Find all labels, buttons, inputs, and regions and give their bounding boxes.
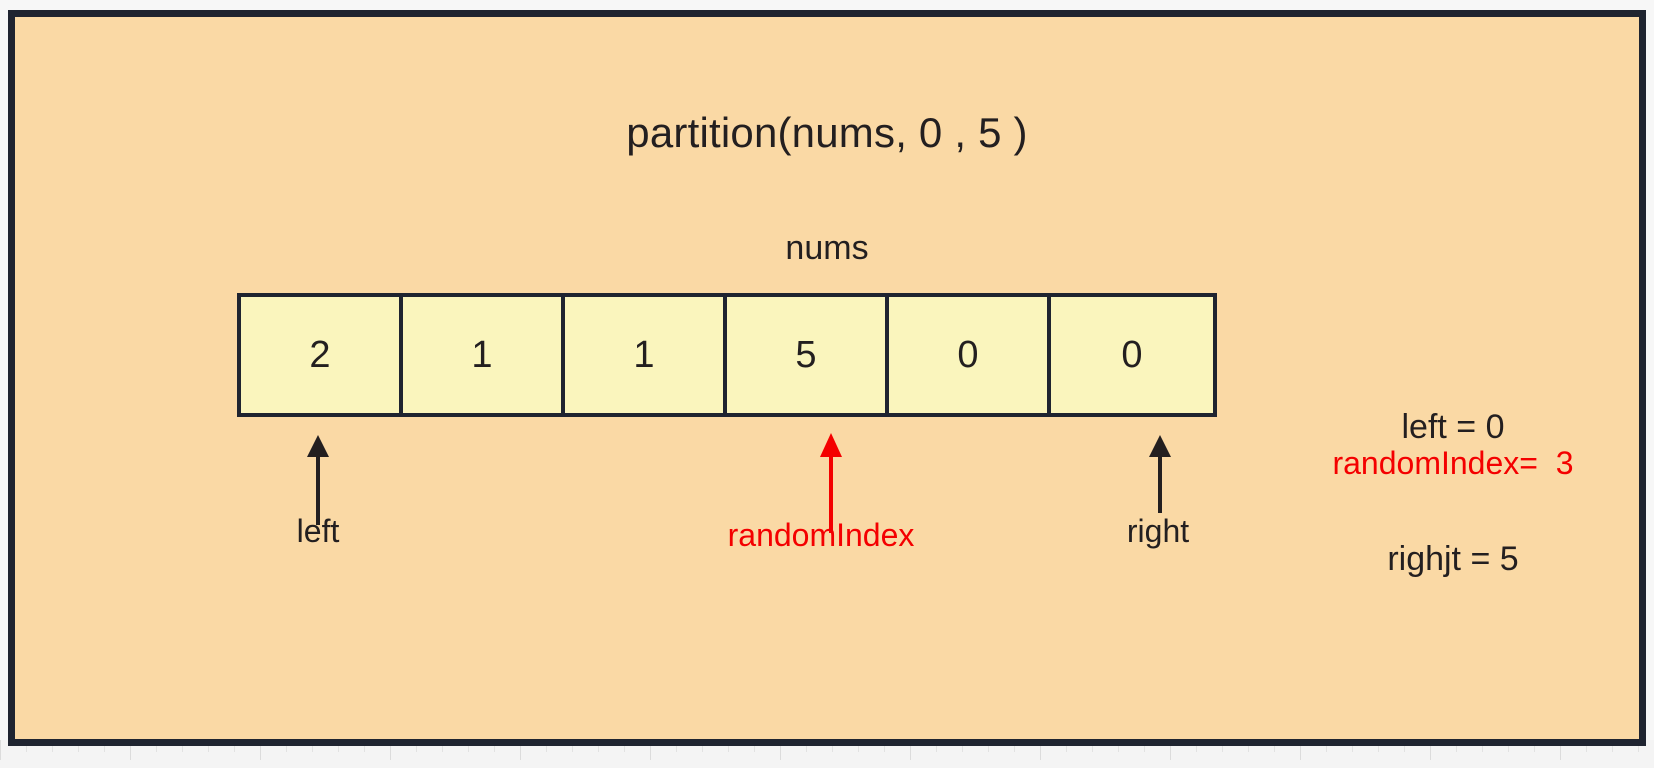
ruler-tick [1638,740,1639,752]
ruler-tick [1482,740,1483,752]
ruler-tick [416,740,417,752]
variable-left: left = 0 [1401,408,1505,446]
ruler-tick [780,740,781,760]
array-caption: nums [785,229,869,267]
left-pointer-arrow-icon [303,435,333,525]
ruler-tick [1222,740,1223,752]
ruler-tick [104,740,105,752]
ruler-tick [1352,740,1353,752]
ruler-tick [1118,740,1119,752]
ruler-tick [208,740,209,752]
arrow-shaft [316,455,320,525]
ruler-tick [1300,740,1301,760]
ruler-tick [728,740,729,752]
diagram-frame: partition(nums, 0 , 5 ) nums 2 1 1 5 0 0… [8,10,1646,746]
ruler-tick [78,740,79,752]
arrowhead-icon [820,433,842,457]
ruler-tick [1508,740,1509,752]
ruler-tick [286,740,287,752]
ruler-tick [364,740,365,752]
right-pointer-arrow-icon [1145,435,1175,513]
ruler-tick [260,740,261,760]
ruler-tick [1040,740,1041,760]
arrow-shaft [1158,455,1162,513]
ruler-tick [988,740,989,752]
ruler-tick [884,740,885,752]
ruler-tick [182,740,183,752]
ruler-tick [1456,740,1457,752]
ruler-tick [676,740,677,752]
arrow-shaft [829,455,833,533]
array-cell: 0 [1051,297,1213,413]
ruler-tick [1092,740,1093,752]
ruler-tick [702,740,703,752]
array-container: 2 1 1 5 0 0 [237,293,1217,417]
ruler-tick [1586,740,1587,752]
ruler-tick [650,740,651,760]
variables-readout: left = 0 righjt = 5 [1283,317,1623,669]
ruler-tick [0,740,1,760]
ruler-tick [962,740,963,752]
ruler-tick [52,740,53,752]
ruler-tick [1274,740,1275,752]
random-index-pointer-arrow-icon [816,433,846,533]
ruler-tick [338,740,339,752]
array-cell: 5 [727,297,889,413]
ruler-tick [1014,740,1015,752]
ruler-tick [1326,740,1327,752]
ruler-tick [858,740,859,752]
ruler-tick [806,740,807,752]
ruler-tick [1378,740,1379,752]
ruler-tick [1196,740,1197,752]
variable-right: righjt = 5 [1387,540,1519,578]
ruler-tick [1248,740,1249,752]
ruler-tick [598,740,599,752]
ruler-tick [1534,740,1535,752]
random-index-pointer-label: randomIndex [727,517,915,553]
ruler-tick [1430,740,1431,760]
ruler-tick [1560,740,1561,760]
ruler-tick [1612,740,1613,752]
arrowhead-icon [307,435,329,457]
ruler-tick [390,740,391,760]
ruler-tick [26,740,27,752]
ruler-tick [572,740,573,752]
array-cell: 0 [889,297,1051,413]
right-pointer-label: right [1126,513,1190,549]
ruler-tick [1066,740,1067,752]
ruler-tick [1144,740,1145,752]
ruler-tick [936,740,937,752]
arrowhead-icon [1149,435,1171,457]
array-cell: 2 [241,297,403,413]
ruler-tick [832,740,833,752]
variable-random-index: randomIndex= 3 [1332,445,1574,481]
ruler-tick [520,740,521,760]
ruler-tick [156,740,157,752]
ruler-tick [130,740,131,760]
ruler-tick [1170,740,1171,760]
array-cell: 1 [403,297,565,413]
ruler-tick [910,740,911,760]
page-title: partition(nums, 0 , 5 ) [626,109,1028,156]
ruler-tick [494,740,495,752]
ruler-tick [468,740,469,752]
ruler-tick [234,740,235,752]
ruler-tick [624,740,625,752]
ruler-tick [1404,740,1405,752]
ruler-tick [754,740,755,752]
left-pointer-label: left [296,513,340,549]
ruler-tick [312,740,313,752]
ruler-tick [546,740,547,752]
array-cell: 1 [565,297,727,413]
ruler-tick [442,740,443,752]
